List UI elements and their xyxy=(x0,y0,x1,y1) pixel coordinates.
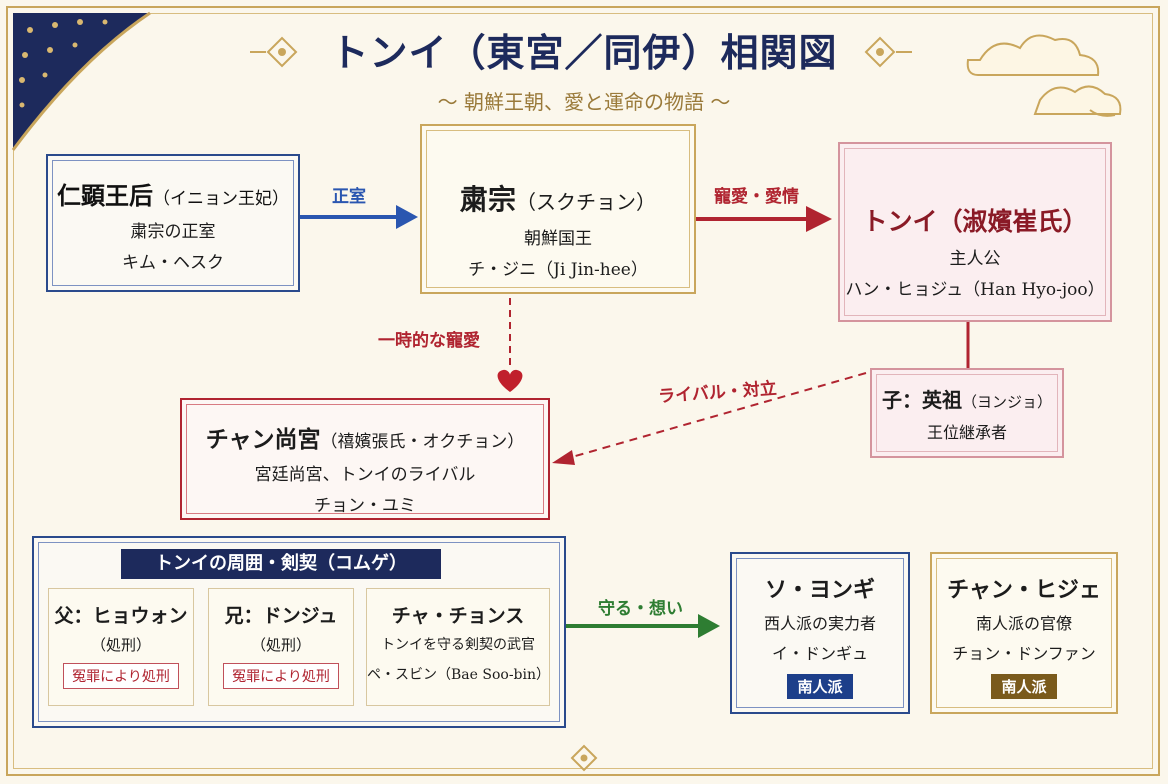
status-tag: 冤罪により処刑 xyxy=(63,663,179,689)
node-cha: チャ・チョンス トンイを守る剣契の武官 ペ・スビン（Bae Soo-bin） xyxy=(366,588,550,706)
node-name-sub: （禧嬪張氏・オクチョン） xyxy=(320,432,525,452)
node-actor: チョン・ドンファン xyxy=(952,644,1096,663)
node-actor: チョン・ユミ xyxy=(314,496,416,516)
edge-king-to-dongyi xyxy=(696,206,832,232)
edge-circle-to-seo xyxy=(566,614,720,638)
node-name-sub: （スクチョン） xyxy=(516,190,656,214)
node-role: 王位継承者 xyxy=(926,423,1007,442)
node-sukjong: 粛宗（スクチョン） 朝鮮国王 チ・ジニ（Ji Jin-hee） xyxy=(420,124,696,294)
heart-icon xyxy=(497,369,523,392)
node-jang: チャン尚宮（禧嬪張氏・オクチョン） 宮廷尚宮、トンイのライバル チョン・ユミ xyxy=(180,398,550,520)
node-brother: 兄：ドンジュ （処刑） 冤罪により処刑 xyxy=(208,588,354,706)
node-actor: イ・ドンギュ xyxy=(771,644,868,663)
group-title: トンイの周囲・剣契（コムゲ） xyxy=(121,549,441,579)
node-note: （処刑） xyxy=(90,636,151,654)
edge-queen-to-king xyxy=(300,205,418,229)
node-actor: チ・ジニ（Ji Jin-hee） xyxy=(468,260,648,280)
faction-badge: 南人派 xyxy=(991,674,1057,699)
node-name: 父：ヒョウォン xyxy=(54,605,188,627)
node-name: チャ・チョンス xyxy=(391,605,525,627)
node-role: 粛宗の正室 xyxy=(130,222,216,242)
node-role: 宮廷尚宮、トンイのライバル xyxy=(254,465,476,485)
edge-label-circle-to-seo: 守る・想い xyxy=(598,599,683,619)
node-name: トンイ（淑嬪崔氏） xyxy=(862,207,1088,236)
title-ornament-left xyxy=(250,36,298,68)
edge-label-queen-to-king: 正室 xyxy=(332,187,366,207)
cloud-ornament xyxy=(966,34,1122,117)
status-tag: 冤罪により処刑 xyxy=(223,663,339,689)
node-name-sub: （イニョン王妃） xyxy=(153,189,289,209)
node-queen-inhyeon: 仁顕王后（イニョン王妃） 粛宗の正室 キム・ヘスク xyxy=(46,154,300,292)
node-father: 父：ヒョウォン （処刑） 冤罪により処刑 xyxy=(48,588,194,706)
node-name: ソ・ヨンギ xyxy=(764,577,875,603)
node-role: 西人派の実力者 xyxy=(763,614,876,633)
page-title: トンイ（東宮／同伊）相関図 xyxy=(330,30,838,75)
node-actor: ハン・ヒョジュ（Han Hyo-joo） xyxy=(845,280,1105,300)
edge-label-king-to-dongyi: 寵愛・愛情 xyxy=(714,187,799,207)
outer-frame xyxy=(6,6,1160,776)
node-name: チャン尚宮 xyxy=(205,426,321,453)
title-ornament-right xyxy=(864,36,912,68)
node-note: （処刑） xyxy=(250,636,311,654)
node-role: 朝鮮国王 xyxy=(524,229,592,249)
node-seo: ソ・ヨンギ 西人派の実力者 イ・ドンギュ 南人派 xyxy=(730,552,910,714)
edge-king-to-jang xyxy=(497,298,523,392)
node-actor: キム・ヘスク xyxy=(122,253,224,273)
edge-label-king-to-jang: 一時的な寵愛 xyxy=(378,331,480,351)
page-subtitle: 〜 朝鮮王朝、愛と運命の物語 〜 xyxy=(437,90,731,114)
node-role: トンイを守る剣契の武官 xyxy=(381,637,535,653)
node-name: 兄：ドンジュ xyxy=(224,605,338,627)
node-dongyi: トンイ（淑嬪崔氏） 主人公 ハン・ヒョジュ（Han Hyo-joo） xyxy=(838,142,1112,322)
node-name: 子：英祖 xyxy=(881,388,962,412)
edge-dongyi-to-jang xyxy=(552,372,867,465)
corner-star-pattern xyxy=(11,11,151,151)
faction-badge: 南人派 xyxy=(787,674,853,699)
node-jang-hj: チャン・ヒジェ 南人派の官僚 チョン・ドンファン 南人派 xyxy=(930,552,1118,714)
node-son: 子：英祖（ヨンジョ） 王位継承者 xyxy=(870,368,1064,458)
node-name-sub: （ヨンジョ） xyxy=(961,393,1052,411)
bottom-ornament xyxy=(570,744,598,772)
node-name: 粛宗 xyxy=(459,183,516,216)
node-actor: ペ・スビン（Bae Soo-bin） xyxy=(367,667,551,683)
node-role: 主人公 xyxy=(949,249,1001,269)
node-name: チャン・ヒジェ xyxy=(947,577,1101,603)
node-name: 仁顕王后 xyxy=(57,181,153,210)
node-role: 南人派の官僚 xyxy=(975,614,1072,633)
